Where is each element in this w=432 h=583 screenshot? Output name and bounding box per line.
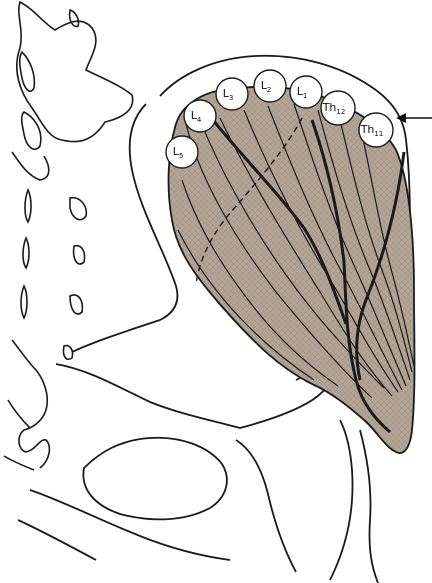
nerve-label-l4: L4	[184, 100, 216, 132]
nerve-label-th12: Th12	[321, 91, 355, 125]
nerve-label-th11: Th11	[359, 113, 393, 147]
nerve-label-l1: L1	[290, 76, 322, 108]
sacrum-outline	[4, 340, 49, 470]
spine-outline	[12, 2, 133, 359]
nerve-label-l2: L2	[254, 70, 286, 102]
nerve-label-l3: L3	[216, 78, 248, 110]
nerve-label-l5: L5	[166, 136, 198, 168]
